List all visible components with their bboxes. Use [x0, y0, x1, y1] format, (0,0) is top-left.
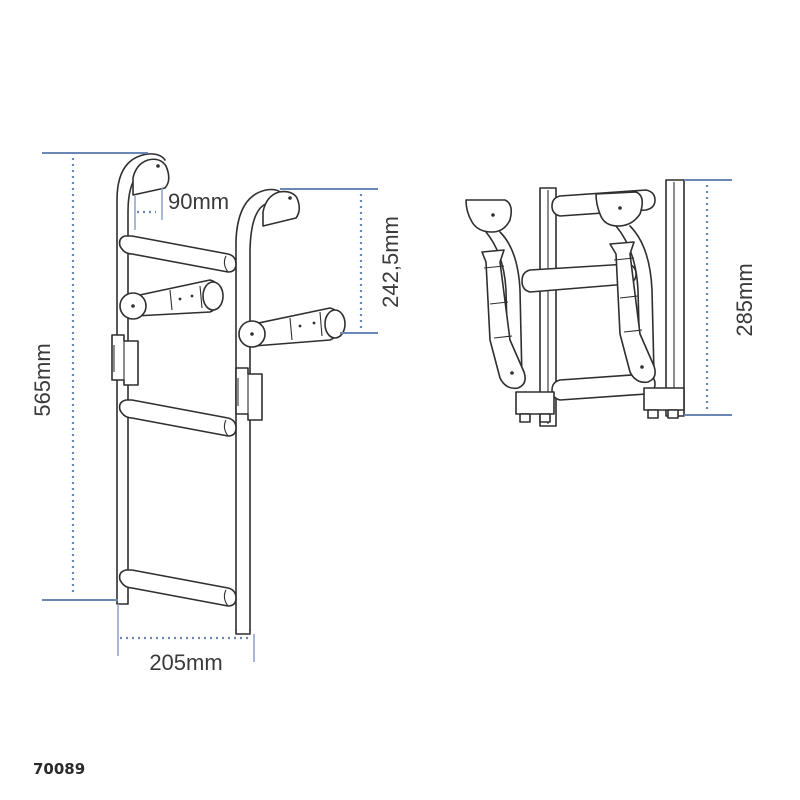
overall-width-label: 205mm — [149, 650, 222, 675]
dimension-overall-width: 205mm — [117, 604, 255, 675]
handle-height-label: 242,5mm — [378, 216, 403, 308]
dimension-overall-height: 565mm — [30, 152, 148, 601]
folded-height-label: 285mm — [732, 263, 757, 336]
unfolded-ladder — [111, 153, 346, 635]
folded-ladder — [465, 179, 685, 427]
dimension-handle-offset: 90mm — [134, 188, 229, 230]
overall-height-label: 565mm — [30, 343, 55, 416]
product-code: 70089 — [33, 760, 85, 778]
dimension-handle-height: 242,5mm — [280, 188, 403, 334]
dimension-folded-height: 285mm — [684, 179, 757, 416]
handle-offset-label: 90mm — [168, 189, 229, 214]
